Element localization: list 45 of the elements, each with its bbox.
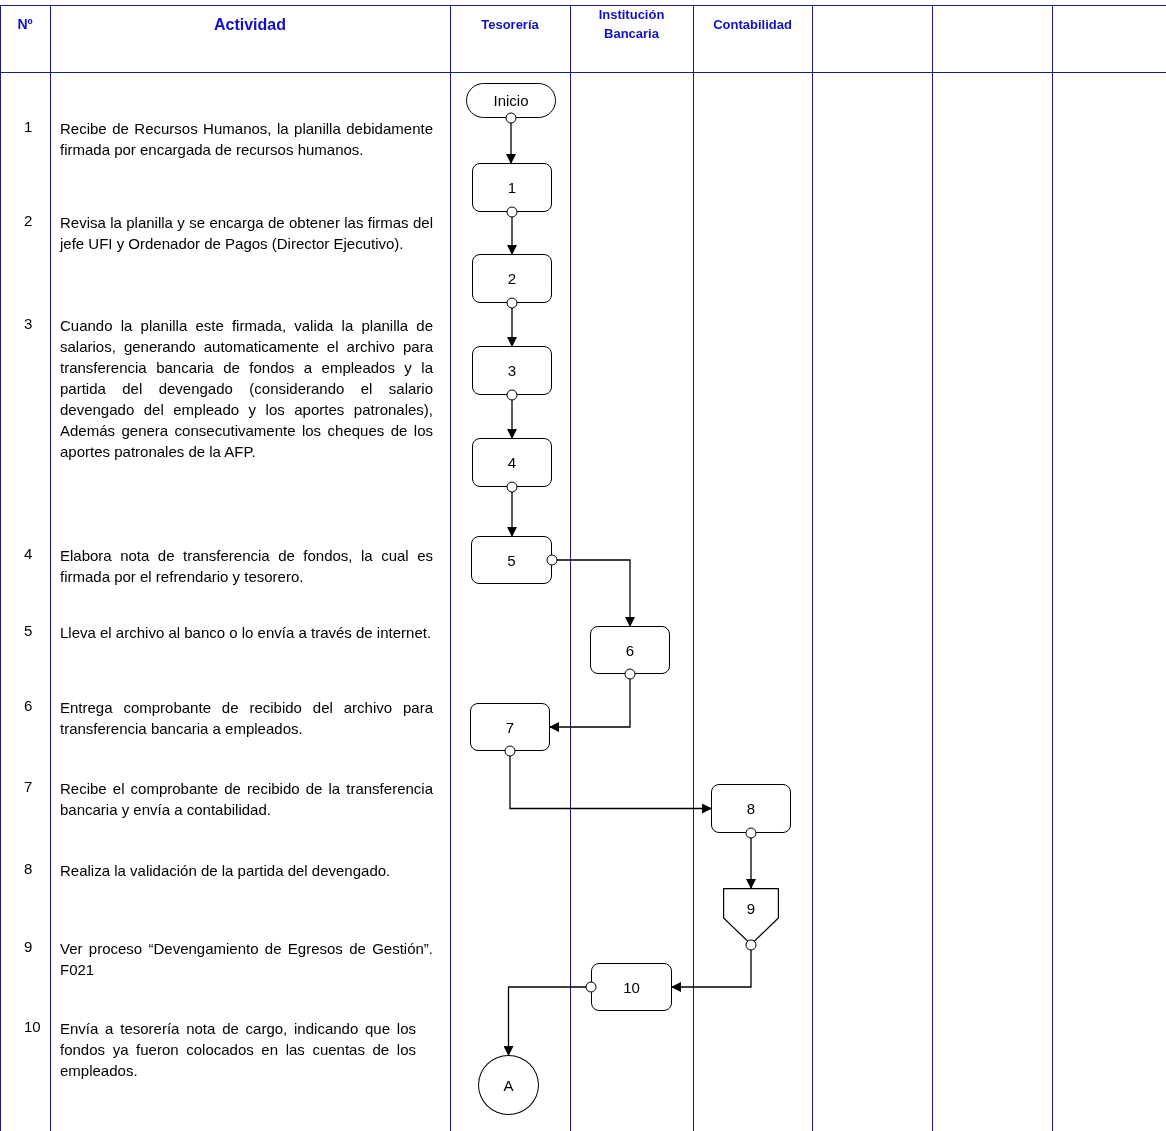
arrow <box>546 554 635 627</box>
arrow <box>671 939 757 992</box>
process-box: 1 <box>472 163 552 212</box>
activity-text: Revisa la planilla y se encarga de obtener las firmas del jefe UFI y Ordenador de Pagos (Director Ejecutivo). <box>60 213 433 254</box>
column-header: Contabilidad <box>712 16 793 34</box>
row-number: 7 <box>24 778 33 795</box>
row-number: 6 <box>24 697 33 714</box>
row-number: 8 <box>24 860 33 877</box>
process-box: 7 <box>470 703 550 751</box>
process-box: 5 <box>471 536 552 584</box>
arrow <box>503 981 597 1056</box>
process-box: 8 <box>711 784 791 833</box>
row-number: 1 <box>24 118 33 135</box>
process-box: 10 <box>591 963 672 1011</box>
activity-text: Cuando la planilla este firmada, valida la planilla de salarios, generando automaticamente el archivo para transferencia bancaria de fondos a empleados y la partida del devengado (considerando el salario devengado del empleado y los aportes patronales), Además genera consecutivamente los cheques de los aportes patronales de la AFP. <box>60 316 433 462</box>
activity-text: Realiza la validación de la partida del devengado. <box>60 861 392 881</box>
arrow <box>745 827 757 889</box>
arrow <box>505 112 517 164</box>
process-box: 6 <box>590 626 670 674</box>
column-header: Actividad <box>213 15 287 34</box>
process-box: 4 <box>472 438 552 487</box>
row-number: 5 <box>24 622 33 639</box>
arrow <box>506 297 518 347</box>
activity-text: Entrega comprobante de recibido del archivo para transferencia bancaria a empleados. <box>60 698 433 739</box>
column-header: Institución Bancaria <box>597 6 666 43</box>
arrow <box>504 745 712 814</box>
row-number: 10 <box>24 1018 41 1035</box>
arrow <box>506 389 518 439</box>
activity-text: Lleva el archivo al banco o lo envía a través de internet. <box>60 623 433 643</box>
row-number: 9 <box>24 938 33 955</box>
row-number: 4 <box>24 545 33 562</box>
activity-text: Envía a tesorería nota de cargo, indicando que los fondos ya fueron colocados en las cuentas de los empleados. <box>60 1019 416 1081</box>
row-number: 3 <box>24 315 33 332</box>
activity-text: Ver proceso “Devengamiento de Egresos de Gestión”. F021 <box>60 939 433 980</box>
process-box: 2 <box>472 254 552 303</box>
process-box: 3 <box>472 346 552 395</box>
arrow <box>506 481 518 537</box>
arrow <box>549 668 636 732</box>
activity-text: Recibe el comprobante de recibido de la transferencia bancaria y envía a contabilidad. <box>60 779 433 820</box>
arrow <box>506 206 518 255</box>
column-header: Tesorería <box>480 16 540 34</box>
activity-text: Elabora nota de transferencia de fondos, la cual es firmada por el refrendario y tesorero. <box>60 546 433 587</box>
column-header: Nº <box>16 15 34 34</box>
activity-text: Recibe de Recursos Humanos, la planilla debidamente firmada por encargada de recursos humanos. <box>60 119 433 160</box>
row-number: 2 <box>24 212 33 229</box>
